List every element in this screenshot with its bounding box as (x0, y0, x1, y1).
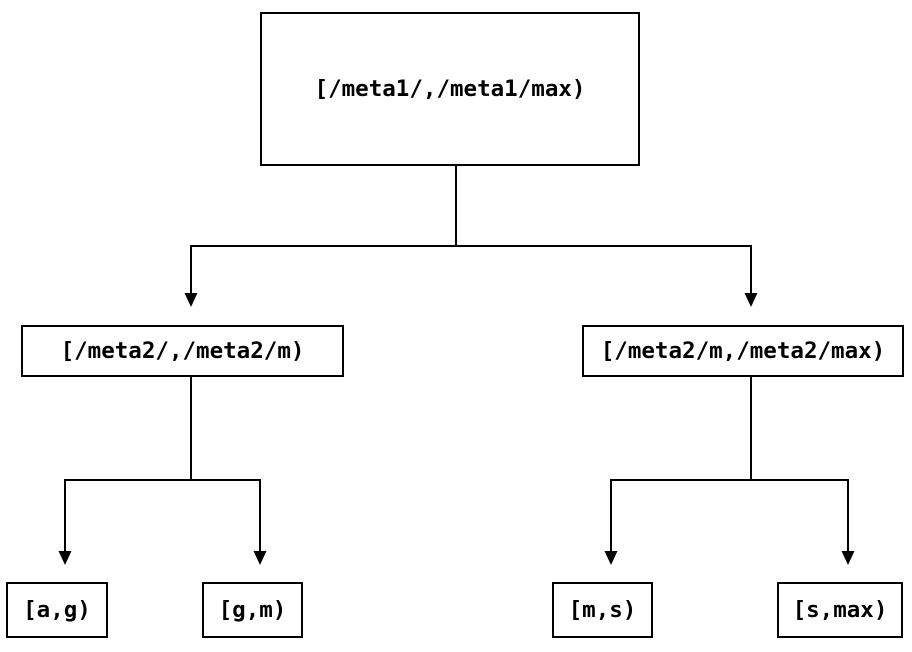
node-label: [s,max) (792, 596, 888, 623)
arrowhead-down-icon (841, 551, 855, 565)
node-label: [/meta1/,/meta1/max) (314, 75, 586, 102)
node-leaf-ms: [m,s) (552, 582, 653, 638)
arrowhead-down-icon (744, 293, 758, 307)
arrowhead-down-icon (253, 551, 267, 565)
node-leaf-ag: [a,g) (6, 582, 108, 638)
node-meta1-range: [/meta1/,/meta1/max) (260, 12, 640, 166)
node-meta2-high-range: [/meta2/m,/meta2/max) (582, 325, 904, 377)
node-meta2-low-range: [/meta2/,/meta2/m) (21, 325, 344, 377)
arrowhead-down-icon (58, 551, 72, 565)
node-label: [/meta2/,/meta2/m) (60, 337, 305, 364)
arrowhead-down-icon (184, 293, 198, 307)
node-label: [/meta2/m,/meta2/max) (600, 337, 886, 364)
node-label: [a,g) (23, 596, 91, 623)
node-label: [m,s) (568, 596, 637, 623)
node-leaf-gm: [g,m) (202, 582, 303, 638)
node-label: [g,m) (218, 596, 287, 623)
arrowhead-down-icon (604, 551, 618, 565)
node-leaf-smax: [s,max) (777, 582, 903, 638)
